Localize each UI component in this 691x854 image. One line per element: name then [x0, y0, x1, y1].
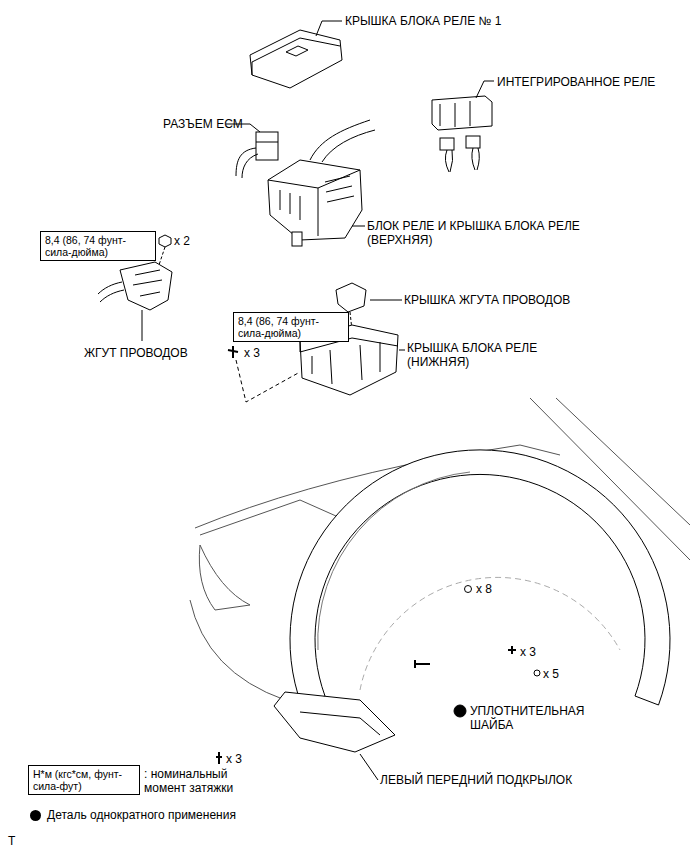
part-label: КРЫШКА БЛОКА РЕЛЕ (НИЖНЯЯ) — [407, 341, 557, 369]
part-label: ЖГУТ ПРОВОДОВ — [84, 346, 188, 360]
box-text: Н*м (кгс*см, фунт-сила-фут) — [33, 768, 135, 792]
part-label: БЛОК РЕЛЕ И КРЫШКА БЛОКА РЕЛЕ (ВЕРХНЯЯ) — [367, 219, 622, 247]
quantity-label: x 5 — [543, 667, 559, 681]
ecm-connector — [226, 124, 278, 178]
box-text: 8,4 (86, 74 фунт-сила-дюйма) — [238, 315, 344, 339]
quantity-label: x 2 — [174, 234, 190, 248]
legend-row: Деталь однократного применения — [30, 808, 236, 822]
car-body — [190, 398, 690, 700]
relay-cover-1 — [250, 21, 342, 88]
fender-liner — [216, 450, 670, 780]
quantity-label: x 3 — [244, 346, 260, 360]
page-mark: T — [8, 834, 15, 848]
single-use-dot — [30, 810, 41, 821]
quantity-label: x 3 — [520, 645, 536, 659]
box-text: 8,4 (86, 74 фунт-сила-дюйма) — [45, 234, 151, 258]
legend-description: : номинальный момент затяжки — [144, 767, 256, 795]
part-label: ИНТЕГРИРОВАННОЕ РЕЛЕ — [497, 75, 655, 89]
integrated-relay — [432, 81, 494, 172]
quantity-label: x 3 — [226, 752, 242, 766]
part-label: УПЛОТНИТЕЛЬНАЯ ШАЙБА — [470, 704, 605, 732]
part-label: РАЗЪЕМ ECM — [163, 117, 243, 131]
part-label: КРЫШКА ЖГУТА ПРОВОДОВ — [404, 293, 570, 307]
part-label: ЛЕВЫЙ ПЕРЕДНИЙ ПОДКРЫЛОК — [380, 773, 572, 787]
quantity-label: x 8 — [476, 582, 492, 596]
torque-box: 8,4 (86, 74 фунт-сила-дюйма) — [40, 231, 156, 261]
part-label: КРЫШКА БЛОКА РЕЛЕ № 1 — [345, 14, 501, 28]
relay-block-upper — [268, 120, 375, 246]
torque-box: 8,4 (86, 74 фунт-сила-дюйма) — [233, 312, 349, 342]
torque-legend-box: Н*м (кгс*см, фунт-сила-фут) — [28, 765, 140, 795]
legend-text: Деталь однократного применения — [47, 808, 236, 822]
